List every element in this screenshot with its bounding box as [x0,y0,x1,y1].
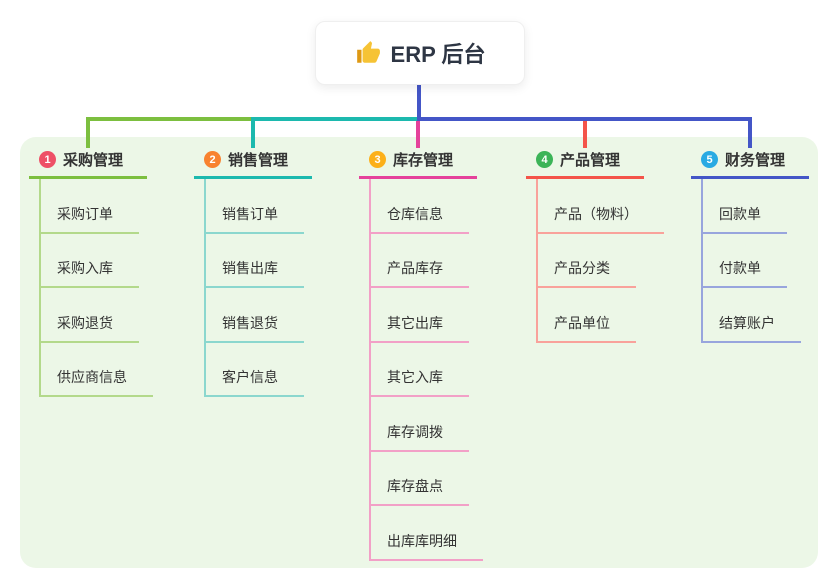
branch-number-badge: 4 [536,151,553,168]
branch-number-badge: 5 [701,151,718,168]
bus-segment-middle [251,117,419,121]
mindmap-item-label: 付款单 [701,258,787,288]
mindmap-item-label: 产品单位 [536,313,636,343]
branch-items: 销售订单销售出库销售退货客户信息 [204,179,304,397]
branch-header-4[interactable]: 4 产品管理 [536,149,620,170]
branch-title: 库存管理 [393,152,454,169]
branch-number-badge: 2 [204,151,221,168]
branch-header-3[interactable]: 3 库存管理 [369,149,453,170]
branch-title: 产品管理 [560,152,621,169]
mindmap-item-label: 客户信息 [204,367,304,397]
mindmap-item-label: 销售退货 [204,313,304,343]
mindmap-item-label: 出库库明细 [369,531,483,561]
mindmap-item-label: 产品（物料） [536,204,664,234]
mindmap-item-label: 库存调拨 [369,422,469,452]
branch-drop-line [583,121,587,148]
branch-title: 采购管理 [63,152,124,169]
branches-panel [20,137,818,568]
root-title: ERP 后台 [390,42,486,67]
mindmap-item-label: 产品分类 [536,258,636,288]
mindmap-item-label: 库存盘点 [369,476,469,506]
mindmap-item-label: 产品库存 [369,258,469,288]
branch-items: 回款单付款单结算账户 [701,179,801,343]
mindmap-item-label: 其它出库 [369,313,469,343]
mindmap-item-label: 采购订单 [39,204,139,234]
branch-underline [526,176,644,179]
mindmap-item-label: 仓库信息 [369,204,469,234]
branch-drop-line [251,117,255,148]
mindmap-item-label: 回款单 [701,204,787,234]
branch-number-badge: 3 [369,151,386,168]
branch-title: 财务管理 [725,152,786,169]
mindmap-item-label: 销售出库 [204,258,304,288]
root-trunk-line [417,83,421,121]
branch-drop-line [416,121,420,148]
branch-items: 仓库信息产品库存其它出库其它入库库存调拨库存盘点出库库明细 [369,179,483,561]
branch-header-2[interactable]: 2 销售管理 [204,149,288,170]
branch-underline [359,176,477,179]
branch-items: 采购订单采购入库采购退货供应商信息 [39,179,153,397]
mindmap-item-label: 结算账户 [701,313,801,343]
bus-segment-right [419,117,752,121]
branch-items: 产品（物料） 产品分类产品单位 [536,179,664,343]
branch-drop-line [748,117,752,148]
bus-segment-left [86,117,255,121]
branch-header-5[interactable]: 5 财务管理 [701,149,785,170]
mindmap-item-label: 供应商信息 [39,367,153,397]
branch-header-1[interactable]: 1 采购管理 [39,149,123,170]
branch-drop-line [86,117,90,148]
mindmap-item-label: 销售订单 [204,204,304,234]
mindmap-item-label: 采购退货 [39,313,139,343]
mindmap-item-label: 其它入库 [369,367,469,397]
branch-underline [29,176,147,179]
branch-underline [691,176,809,179]
mindmap-item-label: 采购入库 [39,258,139,288]
branch-number-badge: 1 [39,151,56,168]
root-node[interactable]: ERP 后台 [315,21,525,85]
thumbs-up-icon [355,40,381,66]
branch-underline [194,176,312,179]
branch-title: 销售管理 [228,152,289,169]
